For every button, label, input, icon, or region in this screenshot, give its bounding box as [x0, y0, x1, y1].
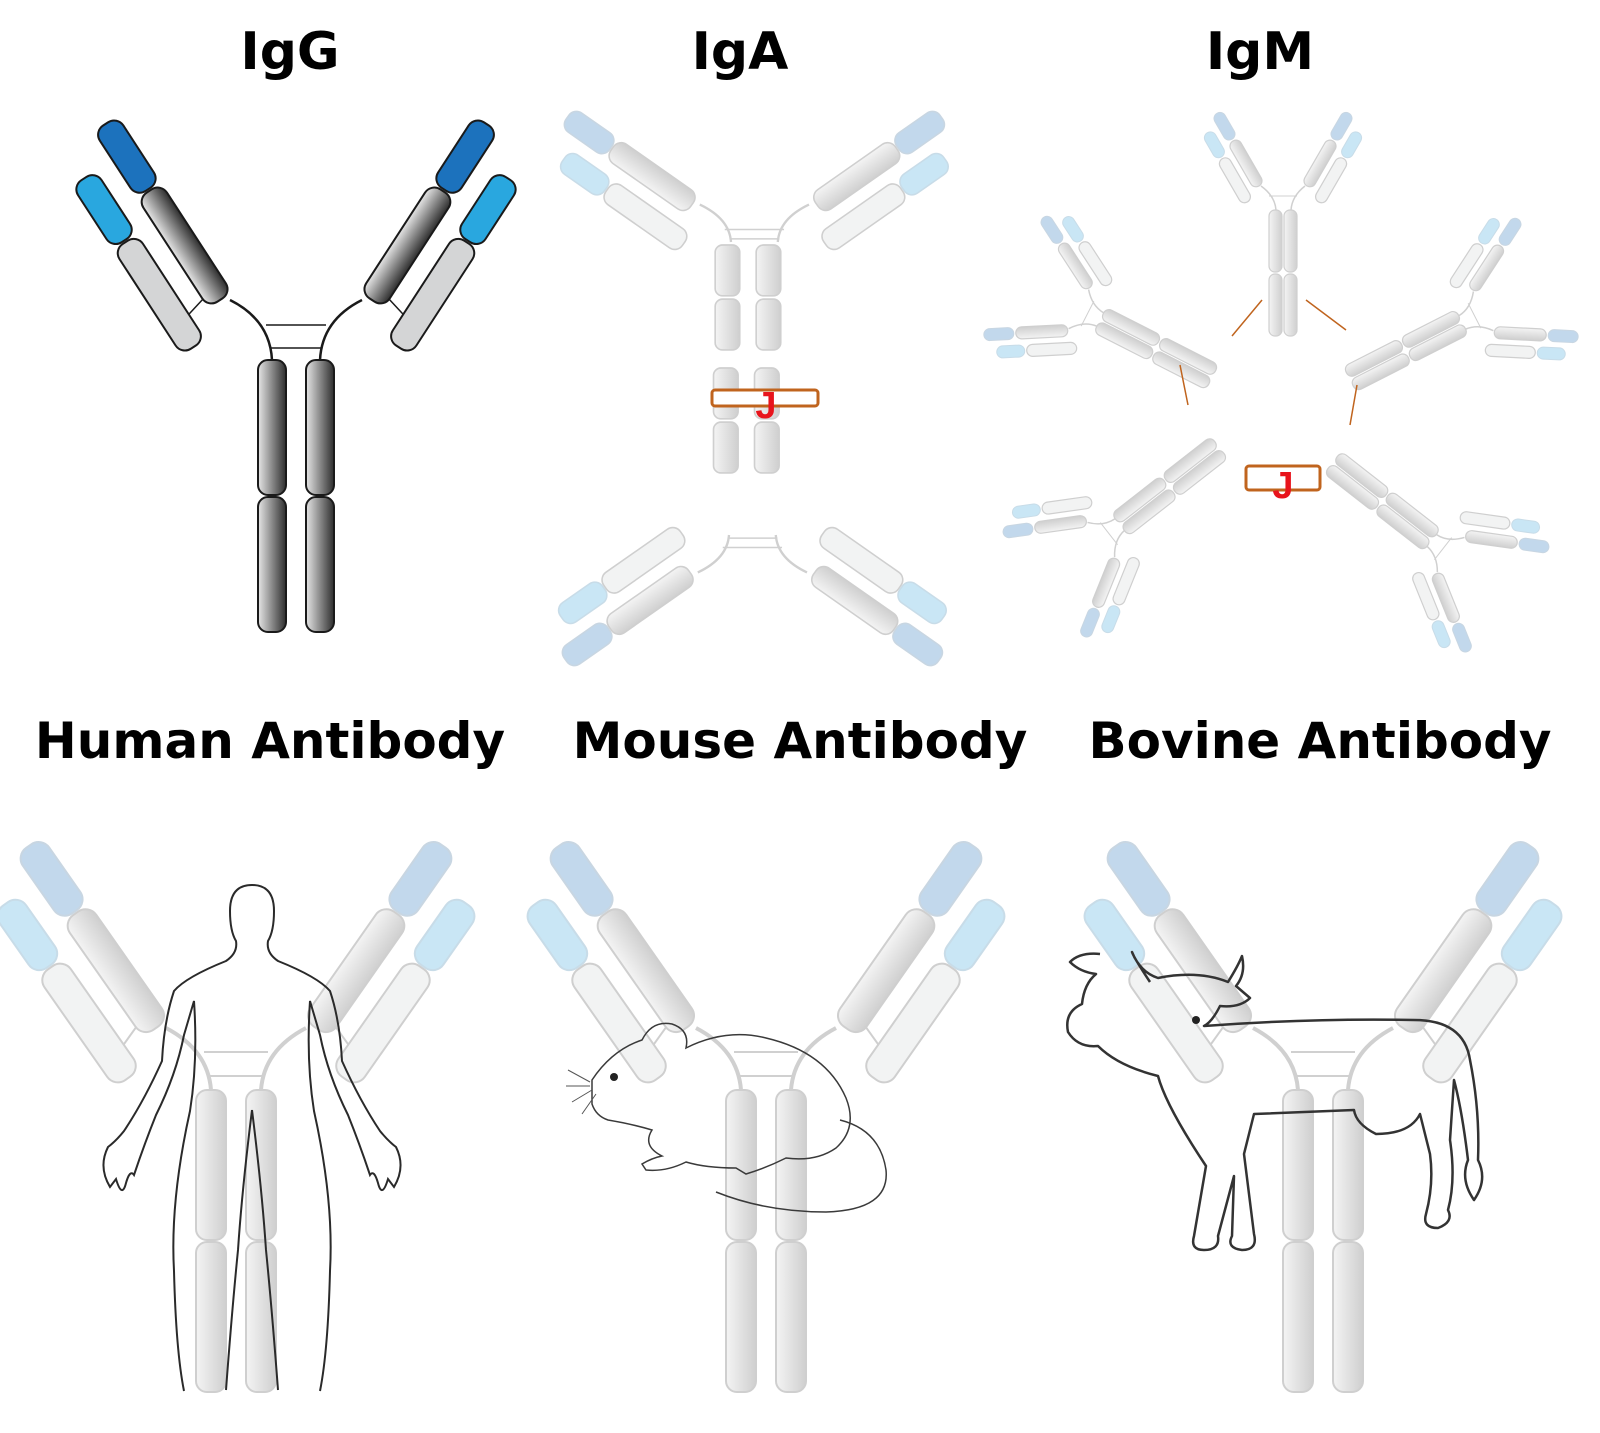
- mouse-antibody-icon: [500, 834, 1032, 1394]
- iga-title: IgA: [691, 22, 789, 82]
- igm-j-chain-label: J: [1272, 465, 1293, 507]
- human-antibody-icon: [0, 834, 502, 1394]
- bovine-antibody-title: Bovine Antibody: [1088, 712, 1552, 770]
- igg-title: IgG: [240, 22, 340, 82]
- human-antibody-title: Human Antibody: [34, 712, 506, 770]
- igm-j-chain: [1244, 464, 1322, 492]
- cow-silhouette-icon: [1066, 950, 1484, 1252]
- mouse-antibody-title: Mouse Antibody: [572, 712, 1028, 770]
- iga-j-chain-label: J: [755, 385, 776, 427]
- igg-antibody-icon: [52, 115, 540, 634]
- iga-dimer-icon: J: [557, 110, 949, 667]
- bovine-antibody-icon: [1057, 834, 1589, 1394]
- iga-j-chain: [710, 388, 820, 408]
- igm-pentamer-icon: J: [970, 109, 1592, 671]
- human-silhouette-icon: [102, 884, 402, 1392]
- igm-title: IgM: [1205, 22, 1315, 82]
- mouse-silhouette-icon: [591, 1022, 887, 1213]
